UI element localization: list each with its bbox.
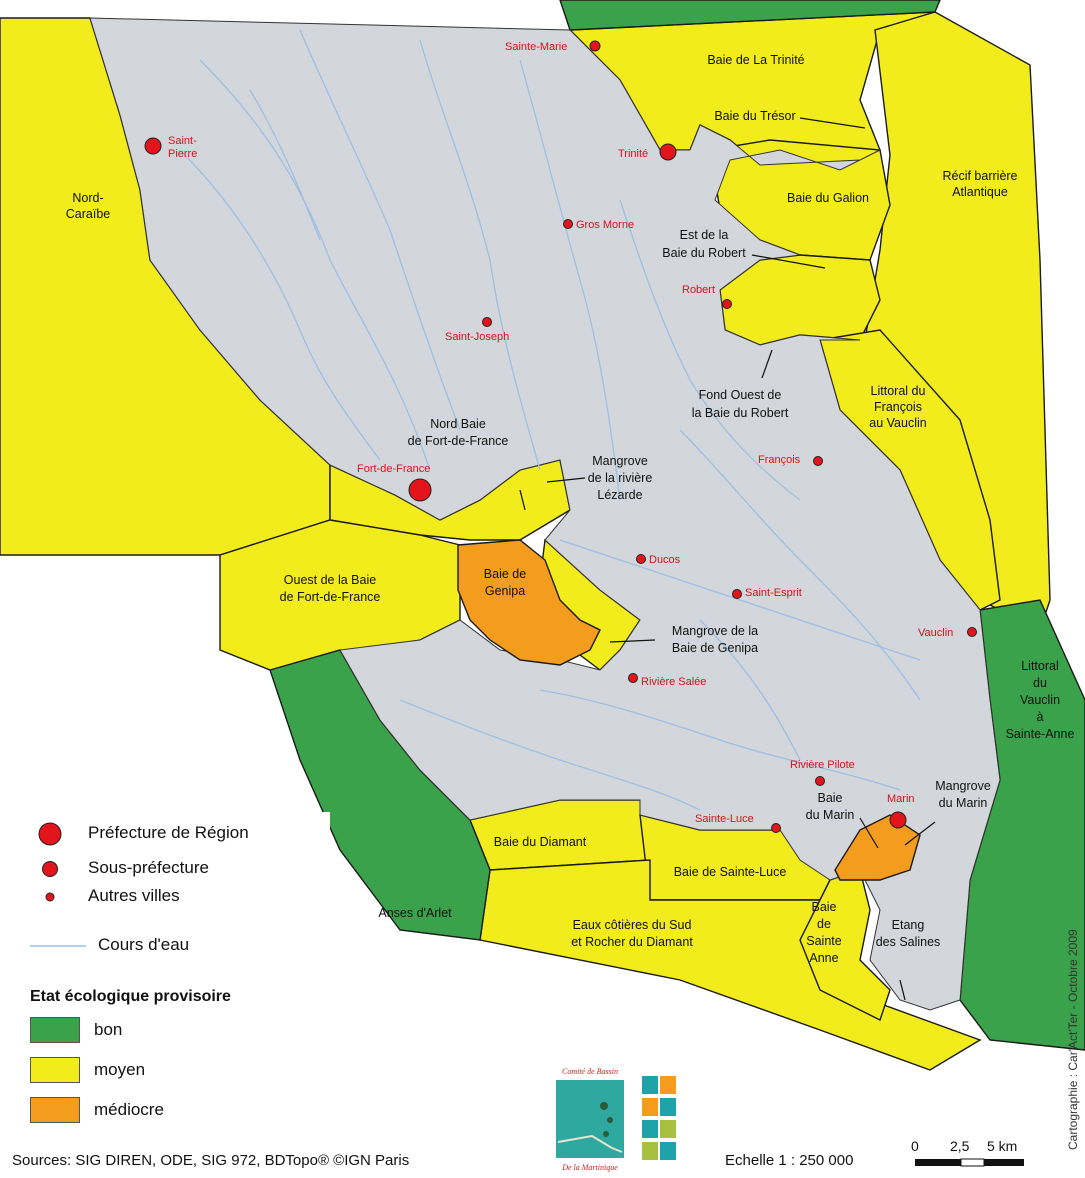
town-marker-riviere-salee: [628, 673, 638, 683]
legend-moyen: moyen: [30, 1057, 145, 1083]
logo-top-text: Comité de Bassin: [562, 1067, 618, 1076]
sources-text: Sources: SIG DIREN, ODE, SIG 972, BDTopo…: [12, 1152, 410, 1169]
legend-mediocre-swatch: [30, 1097, 80, 1123]
town-label-robert: Robert: [682, 284, 715, 296]
legend-mediocre: médiocre: [30, 1097, 164, 1123]
town-marker-trinite: [659, 143, 677, 161]
zone-label-anses-arlet: Anses d'Arlet: [378, 906, 452, 920]
scale-label-mid: 2,5: [950, 1138, 970, 1154]
towns: Sainte-Marie Saint-Pierre Trinité Gros M…: [144, 40, 977, 833]
town-marker-gros-morne: [563, 219, 573, 229]
zone-baie-genipa: [457, 539, 601, 666]
town-marker-sainte-luce: [771, 823, 781, 833]
zone-label-baie-trinite: Baie de La Trinité: [707, 53, 804, 67]
legend-autres-villes-icon: [45, 892, 55, 902]
town-label-francois: François: [758, 454, 801, 466]
legend-cours-eau: Cours d'eau: [98, 935, 189, 955]
scale-label-end: 5 km: [987, 1138, 1018, 1154]
scale-bar: [915, 1158, 1024, 1167]
legend-prefecture-icon: [38, 822, 62, 846]
town-marker-marin: [889, 811, 907, 829]
leader-lines: [519, 117, 936, 1001]
town-marker-saint-pierre: [144, 137, 162, 155]
water-zones-moyen: [0, 11, 1051, 1071]
zone-label-nord-caraibe: Nord-Caraïbe: [66, 191, 111, 221]
island-land: [89, 17, 1001, 1011]
credit-text: Cartographie : Car'Act'Ter - Octobre 200…: [1066, 929, 1080, 1150]
zone-eaux-sud: [479, 859, 982, 1071]
town-marker-robert: [722, 299, 732, 309]
legend-moyen-swatch: [30, 1057, 80, 1083]
town-label-ducos: Ducos: [649, 554, 681, 566]
town-marker-saint-joseph: [482, 317, 492, 327]
zone-labels: Baie de La Trinité Baie du Trésor Baie d…: [66, 53, 1075, 965]
legend-autres-villes-label: Autres villes: [88, 886, 180, 905]
town-label-trinite: Trinité: [618, 148, 648, 160]
legend-bon-label: bon: [94, 1020, 123, 1039]
rivers: [179, 29, 921, 811]
town-label-vauclin: Vauclin: [918, 627, 953, 639]
scale-label-0: 0: [911, 1138, 919, 1154]
logo-bottom-text: De la Martinique: [561, 1163, 618, 1172]
legend-sous-prefecture-label: Sous-préfecture: [88, 858, 209, 877]
town-marker-saint-esprit: [732, 589, 742, 599]
sig-logo: [636, 1062, 682, 1174]
scale-ratio: Echelle 1 : 250 000: [725, 1152, 854, 1169]
town-label-saint-joseph: Saint-Joseph: [445, 331, 509, 343]
town-marker-ducos: [636, 554, 646, 564]
legend-mediocre-label: médiocre: [94, 1100, 164, 1119]
legend-prefecture-label: Préfecture de Région: [88, 823, 249, 842]
legend-title: Etat écologique provisoire: [30, 988, 231, 1005]
legend-sous-prefecture: Sous-préfecture: [88, 858, 209, 878]
town-label-saint-esprit: Saint-Esprit: [745, 587, 802, 599]
legend-cours-eau-label: Cours d'eau: [98, 935, 190, 954]
town-marker-francois: [813, 456, 823, 466]
town-label-riviere-pilote: Rivière Pilote: [790, 759, 855, 771]
legend-bon-swatch: [30, 1017, 80, 1043]
town-label-fort-de-france: Fort-de-France: [357, 463, 430, 475]
zone-top-green: [559, 0, 941, 31]
town-label-riviere-salee: Rivière Salée: [641, 676, 706, 688]
legend-moyen-label: moyen: [94, 1060, 146, 1079]
town-label-sainte-luce: Sainte-Luce: [695, 813, 754, 825]
legend-bon: bon: [30, 1017, 122, 1043]
zone-label-baie-sainte-luce: Baie de Sainte-Luce: [674, 865, 787, 879]
legend-autres-villes: Autres villes: [88, 886, 180, 906]
comite-bassin-logo: Comité de Bassin De la Martinique: [552, 1062, 628, 1174]
zone-label-baie-tresor: Baie du Trésor: [714, 109, 795, 123]
town-label-marin: Marin: [887, 793, 915, 805]
zone-label-baie-diamant: Baie du Diamant: [494, 835, 587, 849]
town-marker-riviere-pilote: [815, 776, 825, 786]
zone-label-baie-galion: Baie du Galion: [787, 191, 869, 205]
legend-prefecture: Préfecture de Région: [88, 823, 249, 843]
town-marker-sainte-marie: [589, 40, 601, 52]
zone-baie-sainte-anne: [799, 869, 891, 1021]
town-label-saint-pierre: Saint-Pierre: [168, 135, 197, 160]
town-label-sainte-marie: Sainte-Marie: [505, 41, 567, 53]
town-marker-fort-de-france: [408, 478, 432, 502]
town-marker-vauclin: [967, 627, 977, 637]
legend-sous-prefecture-icon: [42, 861, 58, 877]
town-label-gros-morne: Gros Morne: [576, 219, 634, 231]
